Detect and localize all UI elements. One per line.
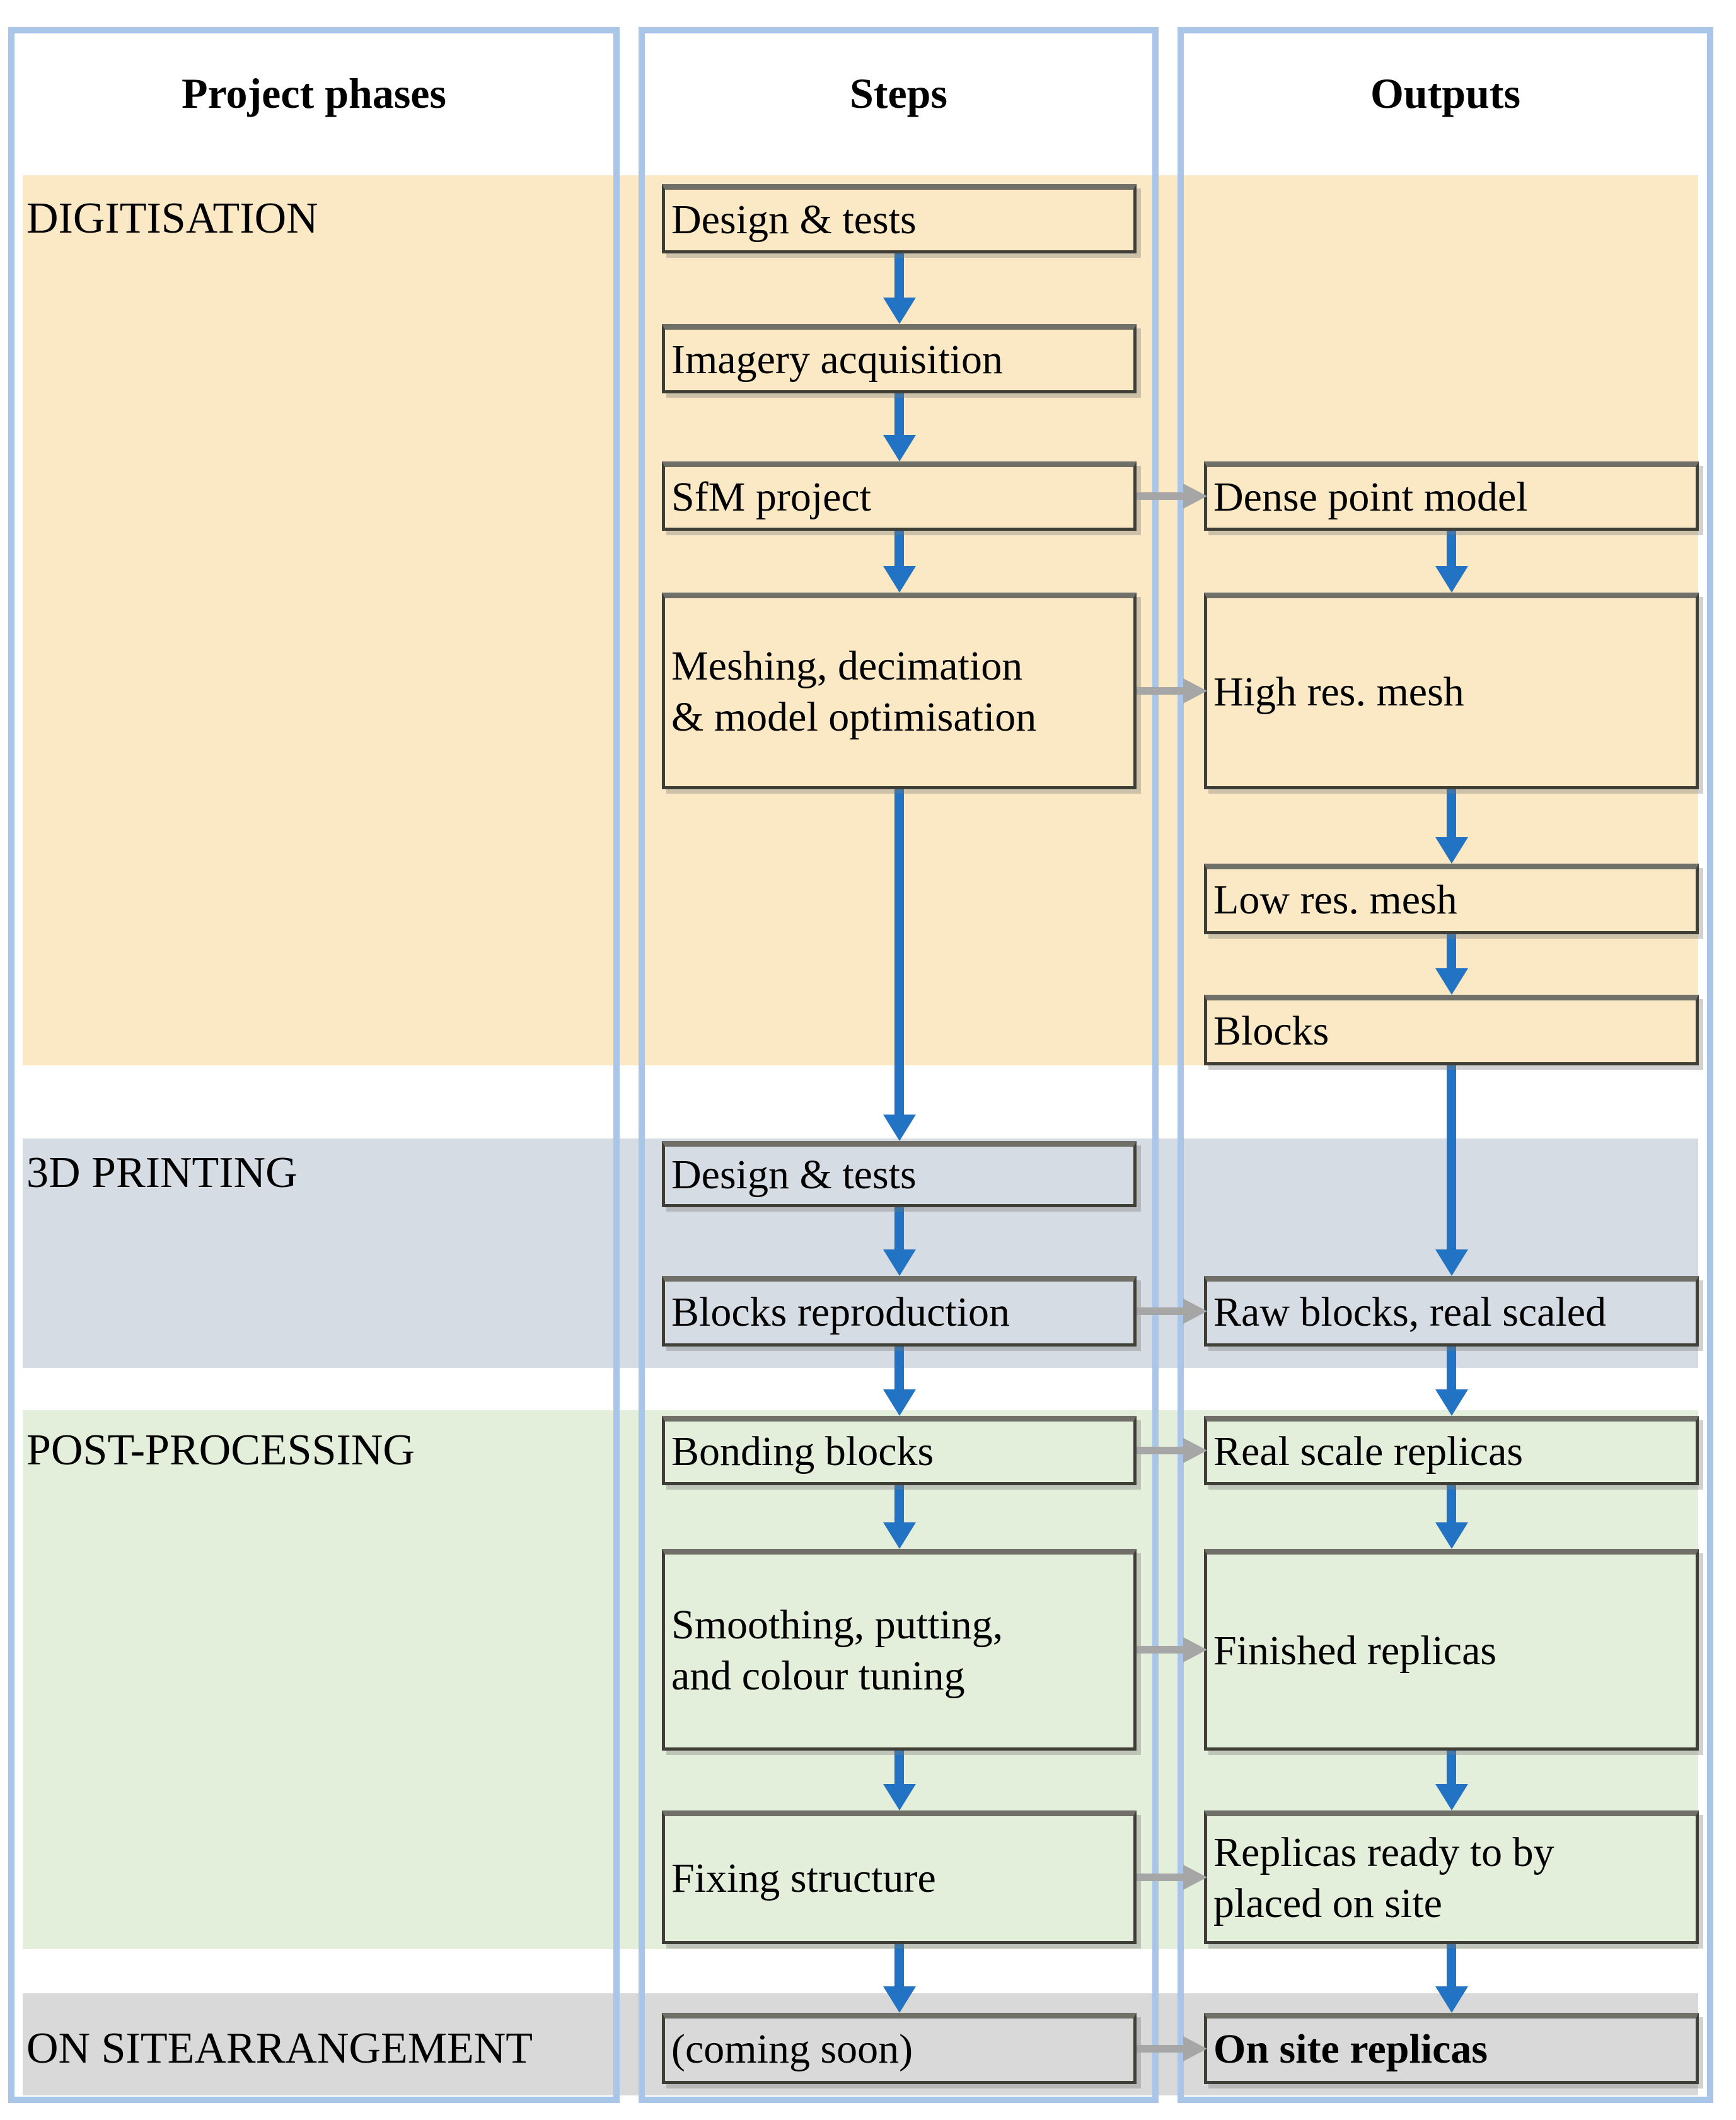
output-box-high-res-mesh: High res. mesh bbox=[1204, 593, 1699, 789]
output-box-on-site-replicas: On site replicas bbox=[1204, 2013, 1699, 2084]
down-arrow-icon bbox=[883, 1485, 916, 1549]
down-arrow-icon bbox=[883, 1347, 916, 1416]
phase-label-post-processing: POST-PROCESSING bbox=[26, 1426, 415, 1474]
step-box-coming-soon: (coming soon) bbox=[662, 2013, 1137, 2084]
output-box-finished-replicas: Finished replicas bbox=[1204, 1549, 1699, 1751]
output-box-raw-blocks-real-scaled: Raw blocks, real scaled bbox=[1204, 1276, 1699, 1347]
down-arrow-icon bbox=[1435, 1751, 1468, 1810]
header-outputs: Outputs bbox=[1370, 69, 1521, 117]
output-box-real-scale-replicas: Real scale replicas bbox=[1204, 1416, 1699, 1485]
down-arrow-icon bbox=[1435, 1944, 1468, 2013]
step-box-sfm-project: SfM project bbox=[662, 461, 1137, 531]
right-arrow-icon bbox=[1137, 678, 1207, 704]
right-arrow-icon bbox=[1137, 2036, 1207, 2061]
output-box-replicas-ready: Replicas ready to by placed on site bbox=[1204, 1810, 1699, 1944]
phase-label-3d-printing: 3D PRINTING bbox=[26, 1149, 298, 1197]
column-frame-steps bbox=[639, 27, 1159, 2103]
header-steps: Steps bbox=[850, 69, 947, 117]
down-arrow-icon bbox=[1435, 1347, 1468, 1416]
step-box-smoothing-colour-tuning: Smoothing, putting, and colour tuning bbox=[662, 1549, 1137, 1751]
column-frame-project-phases bbox=[8, 27, 620, 2103]
output-box-dense-point-model: Dense point model bbox=[1204, 461, 1699, 531]
down-arrow-icon bbox=[1435, 531, 1468, 593]
down-arrow-icon bbox=[883, 789, 916, 1141]
step-box-bonding-blocks: Bonding blocks bbox=[662, 1416, 1137, 1485]
phase-label-digitisation: DIGITISATION bbox=[26, 194, 318, 243]
right-arrow-icon bbox=[1137, 484, 1207, 509]
step-box-meshing-decimation: Meshing, decimation & model optimisation bbox=[662, 593, 1137, 789]
down-arrow-icon bbox=[1435, 1065, 1468, 1276]
down-arrow-icon bbox=[883, 1751, 916, 1810]
right-arrow-icon bbox=[1137, 1299, 1207, 1324]
down-arrow-icon bbox=[1435, 789, 1468, 864]
down-arrow-icon bbox=[883, 253, 916, 324]
down-arrow-icon bbox=[1435, 934, 1468, 995]
right-arrow-icon bbox=[1137, 1637, 1207, 1662]
column-frame-outputs bbox=[1178, 27, 1713, 2103]
step-box-design-tests: Design & tests bbox=[662, 184, 1137, 253]
step-box-fixing-structure: Fixing structure bbox=[662, 1810, 1137, 1944]
down-arrow-icon bbox=[883, 531, 916, 593]
step-box-design-tests-printing: Design & tests bbox=[662, 1141, 1137, 1207]
phase-label-on-site-arrangement: ON SITEARRANGEMENT bbox=[26, 2024, 533, 2073]
right-arrow-icon bbox=[1137, 1438, 1207, 1463]
down-arrow-icon bbox=[883, 1944, 916, 2013]
right-arrow-icon bbox=[1137, 1865, 1207, 1890]
header-project-phases: Project phases bbox=[182, 69, 446, 117]
step-box-imagery-acquisition: Imagery acquisition bbox=[662, 324, 1137, 393]
down-arrow-icon bbox=[1435, 1485, 1468, 1549]
step-box-blocks-reproduction: Blocks reproduction bbox=[662, 1276, 1137, 1347]
down-arrow-icon bbox=[883, 393, 916, 461]
output-box-blocks: Blocks bbox=[1204, 995, 1699, 1065]
output-box-low-res-mesh: Low res. mesh bbox=[1204, 864, 1699, 934]
down-arrow-icon bbox=[883, 1207, 916, 1276]
